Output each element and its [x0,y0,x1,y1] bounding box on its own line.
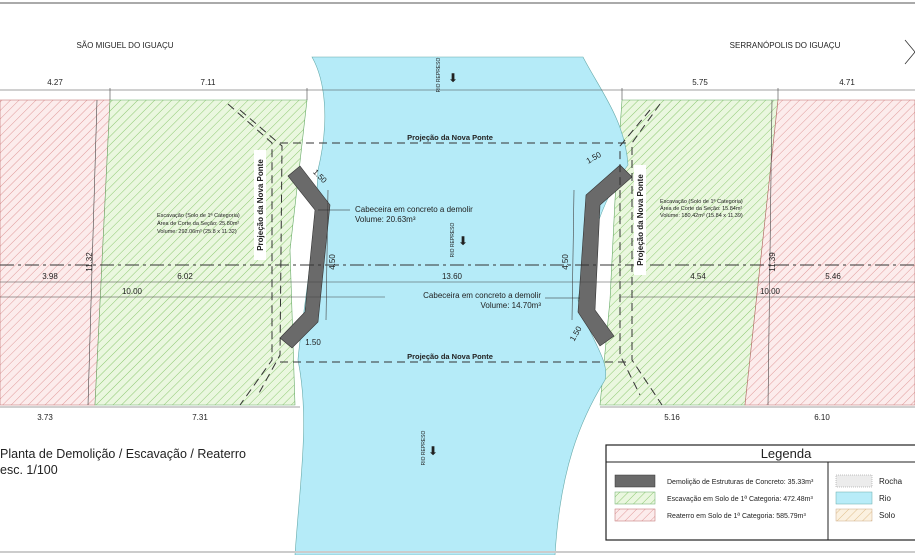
bridge-projection-label-top: Projeção da Nova Ponte [407,133,493,142]
dim-mid-left-a: 3.98 [42,272,58,281]
dim-bot-right-b: 6.10 [814,413,830,422]
legend-swatch-soil [835,508,873,522]
legend-swatch-backfill [614,508,656,522]
north-arrow-icon [904,39,915,65]
legend-item-soil: Solo [879,511,896,520]
dim-mid-right-b: 5.46 [825,272,841,281]
legend-swatch-excavation [614,491,656,505]
bridge-projection-lines [227,103,663,406]
left-city-label: SÃO MIGUEL DO IGUAÇU [76,41,173,50]
river-flow-label-bot: RIO REPRESO [421,431,427,466]
svg-text:Escavação (Solo de 1ª Categori: Escavação (Solo de 1ª Categoria) [660,198,743,205]
dim-right-10: 10.00 [760,287,781,296]
dim-top-right-b: 4.71 [839,78,855,87]
right-headwall [577,164,633,347]
bridge-projection-label-bot: Projeção da Nova Ponte [407,352,493,361]
dim-top-left-b: 7.11 [201,78,217,87]
bridge-projection-label-left: Projeção da Nova Ponte [256,159,265,251]
left-headwall [279,165,331,349]
dim-top-right-a: 5.75 [692,78,708,87]
drawing-title: Planta de Demolição / Escavação / Reater… [0,447,246,461]
legend-item-concrete: Demolição de Estruturas de Concreto: 35.… [667,479,814,486]
legend-item-backfill: Reaterro em Solo de 1ª Categoria: 585.79… [667,513,806,520]
svg-text:Volume: 180.42m³ (15.84 x 11.3: Volume: 180.42m³ (15.84 x 11.39) [660,213,743,219]
legend-swatch-rock [835,474,873,488]
right-headwall-volume: Volume: 14.70m³ [481,301,542,310]
svg-text:Área de Corte da Seção: 25.80m: Área de Corte da Seção: 25.80m² [157,220,239,227]
river-flow-label-mid: RIO REPRESO [450,223,456,258]
dim-left-10: 10.00 [122,287,143,296]
dim-mid-left-b: 6.02 [177,272,193,281]
legend-title: Legenda [761,446,812,461]
legend-swatch-river [835,491,873,505]
dim-bot-right-a: 5.16 [664,413,680,422]
river-flow-label-top: RIO REPRESO [436,58,442,93]
svg-text:Área de Corte da Seção: 15.84m: Área de Corte da Seção: 15.84m² [660,205,742,212]
left-excavation-zone [94,99,308,406]
dim-mid-center: 13.60 [442,272,463,281]
dimension-lines [0,88,915,408]
dim-right-wall: 4.50 [561,254,570,270]
flow-arrow-icon: ⬇ [448,71,458,85]
legend-item-rock: Rocha [879,477,903,486]
dim-wing-left-bot: 1.50 [305,338,321,347]
svg-text:Volume: 292.06m³ (25.8 x 11.32: Volume: 292.06m³ (25.8 x 11.32) [157,229,237,235]
right-city-label: SERRANÓPOLIS DO IGUAÇU [730,41,841,50]
dim-mid-right-a: 4.54 [690,272,706,281]
svg-text:Escavação (Solo de 1ª Categori: Escavação (Solo de 1ª Categoria) [157,212,240,219]
legend-item-excavation: Escavação em Solo de 1ª Categoria: 472.4… [667,496,813,503]
left-headwall-volume: Volume: 20.63m³ [355,215,416,224]
legend-item-river: Rio [879,494,892,503]
drawing-scale: esc. 1/100 [0,463,58,477]
bridge-projection-label-right: Projeção da Nova Ponte [636,174,645,266]
dim-bot-left-b: 7.31 [192,413,208,422]
right-headwall-label: Cabeceira em concreto a demolir [423,291,541,300]
right-backfill-zone [744,99,915,406]
dim-bot-left-a: 3.73 [37,413,53,422]
legend-swatch-concrete [614,474,656,488]
dim-right-height: 11.39 [768,252,777,272]
legend: Legenda Demolição de Estruturas de Concr… [605,444,915,541]
dim-top-left-a: 4.27 [47,78,63,87]
left-headwall-label: Cabeceira em concreto a demolir [355,205,473,214]
dim-left-wall: 4.50 [328,254,337,270]
river [294,56,629,555]
dim-left-height: 11.32 [85,252,94,272]
flow-arrow-icon: ⬇ [458,234,468,248]
flow-arrow-icon: ⬇ [428,444,438,458]
left-excavation-note: Escavação (Solo de 1ª Categoria) Área de… [157,212,240,235]
right-excavation-note: Escavação (Solo de 1ª Categoria) Área de… [660,198,743,219]
